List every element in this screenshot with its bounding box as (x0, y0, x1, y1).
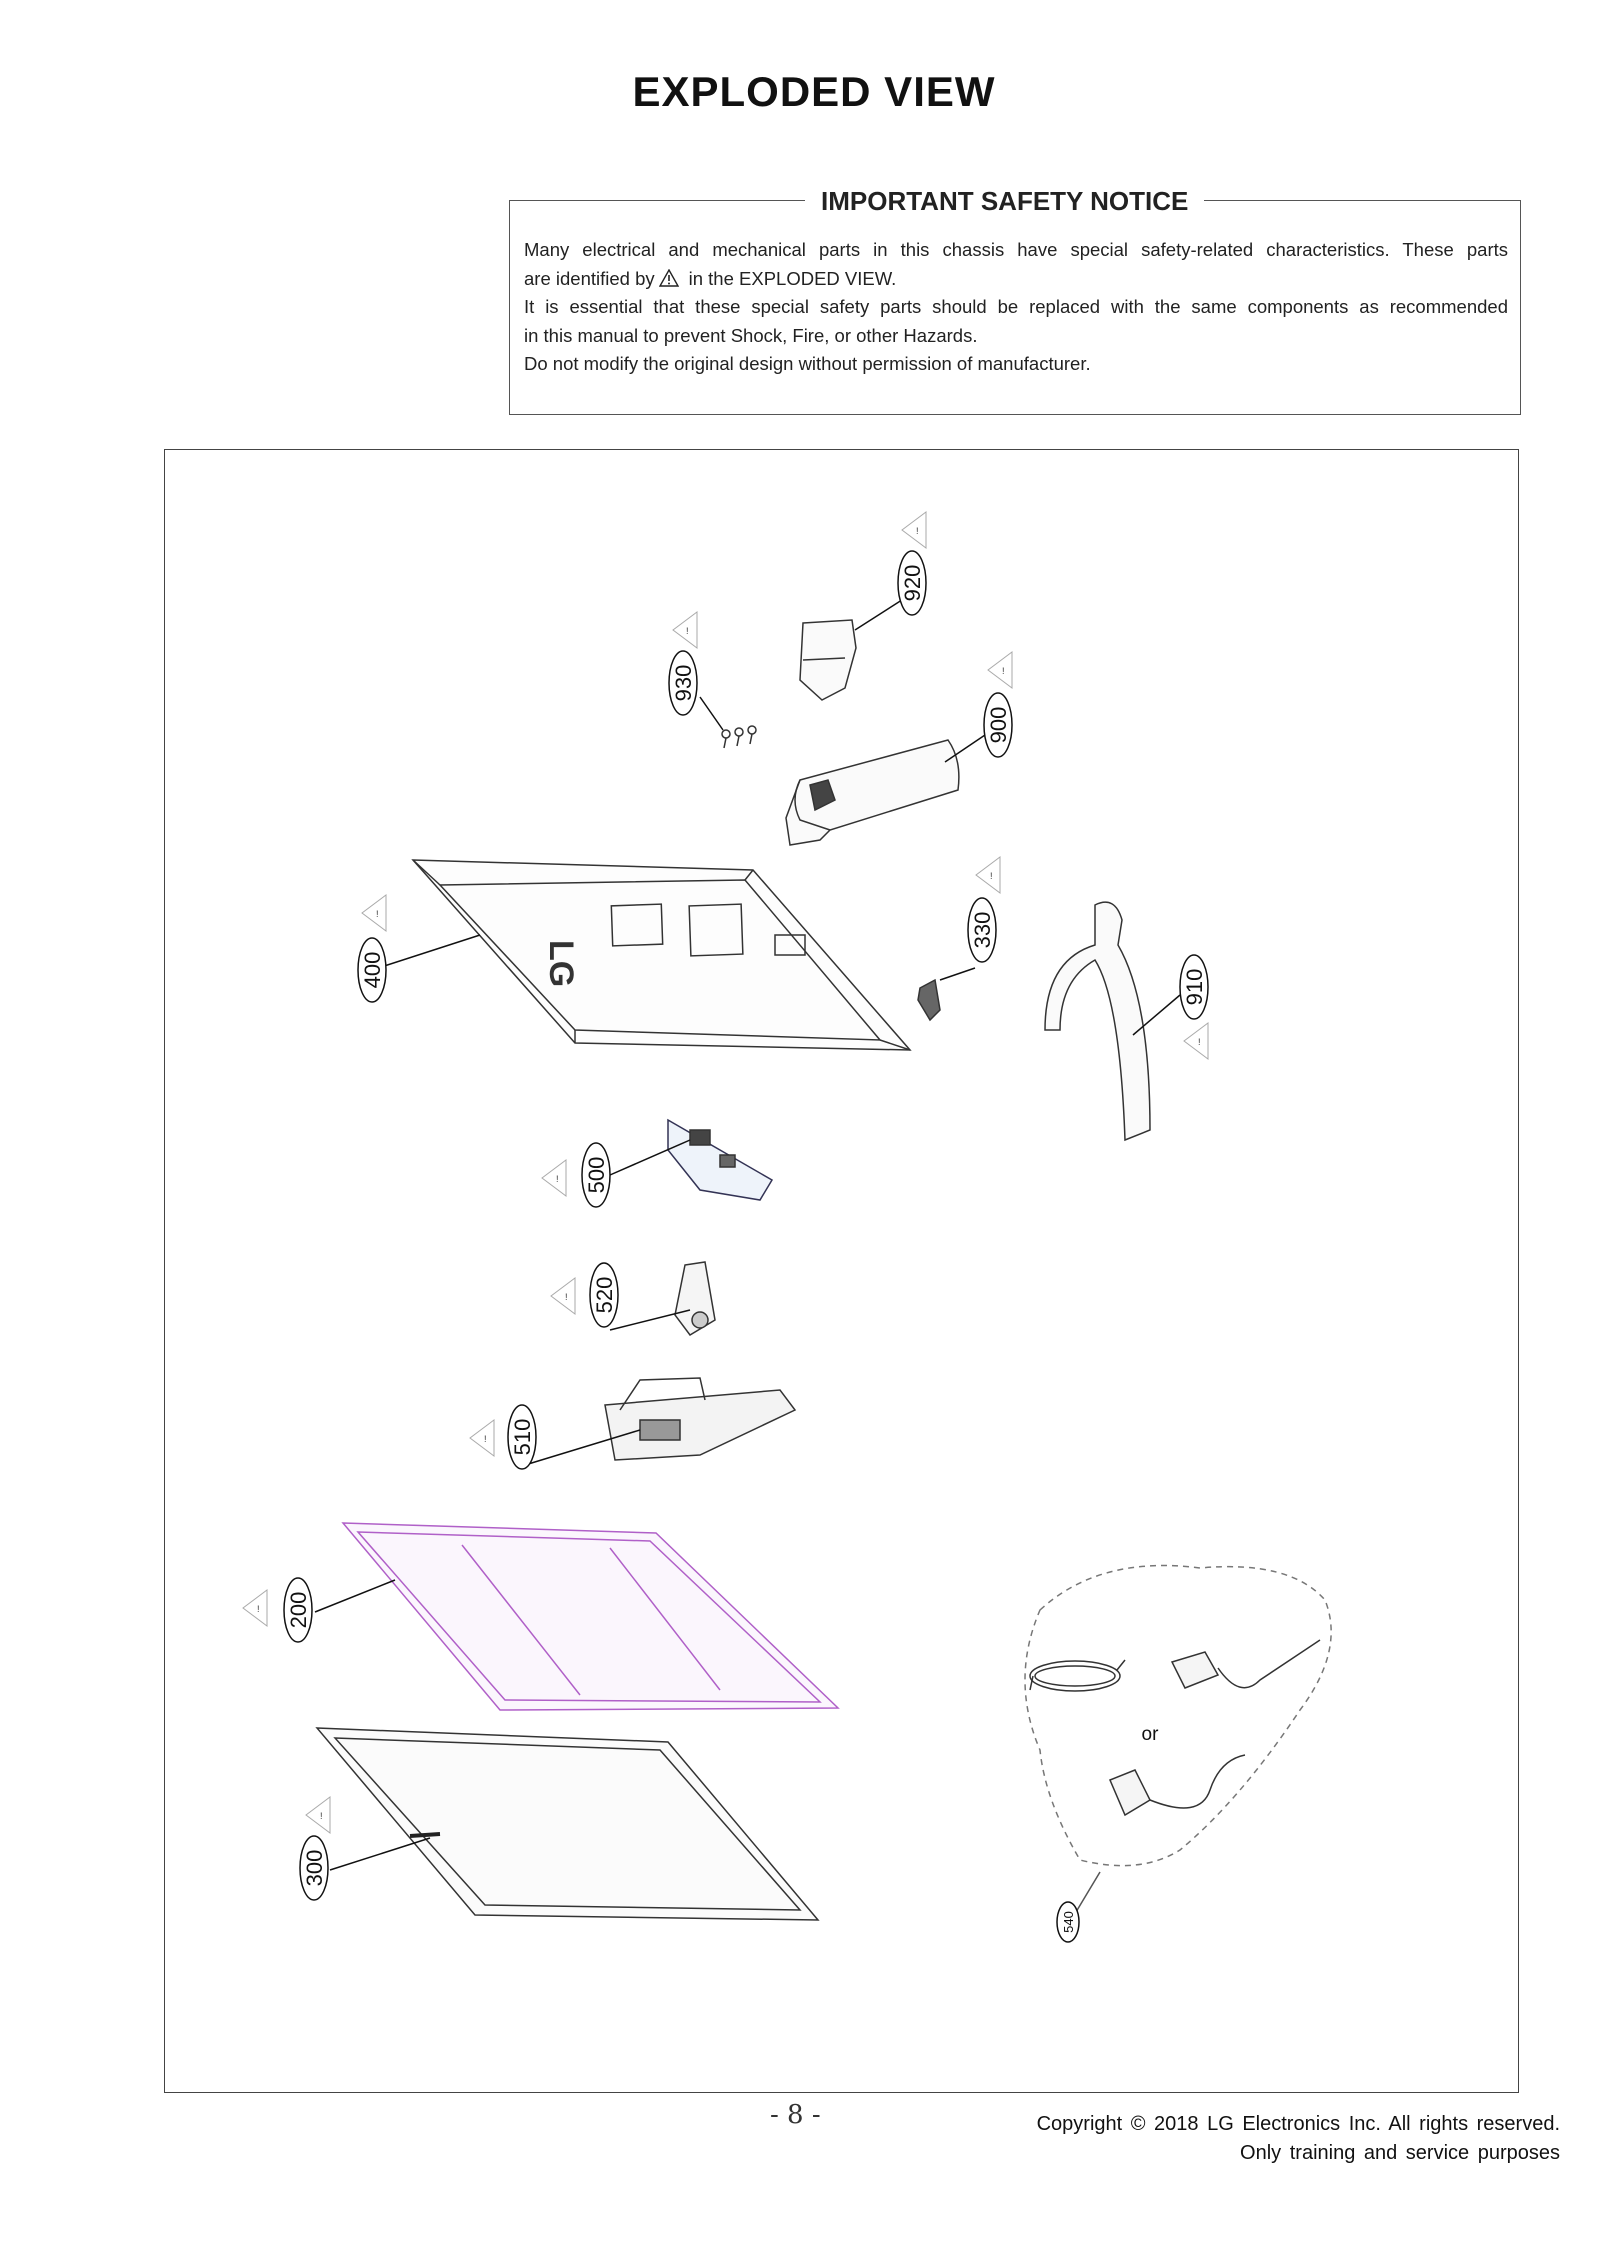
part-400-back-cover: LG (371, 859, 912, 1051)
callout-510: 510 (510, 1419, 535, 1456)
callout-930: 930 (671, 665, 696, 702)
warning-triangle-400: ! (361, 894, 387, 932)
svg-text:!: ! (376, 909, 379, 919)
callout-900: 900 (986, 707, 1011, 744)
part-200-middle-frame (314, 1522, 840, 1711)
warning-triangle-510: ! (469, 1419, 495, 1457)
svg-text:!: ! (484, 1434, 487, 1444)
warning-triangle-900: ! (987, 651, 1013, 689)
part-330-bracket (917, 967, 976, 1022)
notice-line-2: are identified by in the EXPLODED VIEW. (524, 265, 1508, 294)
warning-triangle-500: ! (541, 1159, 567, 1197)
warning-triangle-300: ! (305, 1796, 331, 1834)
exploded-view-frame (164, 449, 1519, 2093)
notice-line-3: It is essential that these special safet… (524, 296, 1508, 317)
part-930-screws (699, 696, 757, 749)
part-520-jack (609, 1261, 716, 1336)
warning-triangle-920: ! (901, 511, 927, 549)
copyright-line-2: Only training and service purposes (1240, 2142, 1560, 2164)
page-number: - 8 - (770, 2100, 821, 2130)
notice-line-2-end: in the EXPLODED VIEW. (688, 267, 897, 289)
notice-line-2-start: are identified by (524, 267, 655, 289)
warning-triangle-520: ! (550, 1277, 576, 1315)
copyright-notice: Copyright © 2018 LG Electronics Inc. All… (1037, 2110, 1560, 2168)
or-label: or (1142, 1724, 1160, 1745)
part-920-stand-cover (799, 597, 906, 701)
notice-line-5: Do not modify the original design withou… (524, 353, 1091, 374)
svg-text:!: ! (916, 526, 919, 536)
part-300-front-bezel (315, 1727, 820, 1921)
callout-300: 300 (302, 1850, 327, 1887)
part-900-stand-body (785, 734, 986, 846)
callout-540: 540 (1061, 1911, 1076, 1933)
callout-910: 910 (1182, 969, 1207, 1006)
part-540-adapter-group (1024, 1564, 1332, 1923)
part-910-stand-base (1044, 901, 1181, 1142)
callout-400: 400 (360, 952, 385, 989)
lg-logo: LG (542, 940, 580, 987)
part-510-bracket (524, 1377, 797, 1466)
svg-text:!: ! (320, 1811, 323, 1821)
notice-line-1: Many electrical and mechanical parts in … (524, 239, 1508, 260)
svg-text:!: ! (556, 1174, 559, 1184)
safety-notice-heading: IMPORTANT SAFETY NOTICE (805, 186, 1205, 217)
callout-200: 200 (286, 1592, 311, 1629)
svg-text:!: ! (990, 871, 993, 881)
svg-text:!: ! (1002, 666, 1005, 676)
warning-triangle-200: ! (242, 1589, 268, 1627)
copyright-line-1: Copyright © 2018 LG Electronics Inc. All… (1036, 2113, 1560, 2135)
callout-330: 330 (970, 912, 995, 949)
warning-triangle-icon (658, 268, 679, 287)
svg-text:!: ! (257, 1604, 260, 1614)
callout-920: 920 (900, 565, 925, 602)
page-title: EXPLODED VIEW (632, 68, 996, 115)
part-500-main-board (609, 1118, 774, 1201)
svg-text:!: ! (565, 1292, 568, 1302)
warning-triangle-330: ! (975, 856, 1001, 894)
svg-text:!: ! (686, 626, 689, 636)
callout-520: 520 (592, 1277, 617, 1314)
warning-triangle-930: ! (672, 611, 698, 649)
warning-triangle-910: ! (1183, 1022, 1209, 1060)
svg-text:!: ! (1198, 1037, 1201, 1047)
notice-line-4: in this manual to prevent Shock, Fire, o… (524, 324, 978, 346)
safety-notice-text: Many electrical and mechanical parts in … (524, 236, 1508, 379)
callout-500: 500 (584, 1157, 609, 1194)
